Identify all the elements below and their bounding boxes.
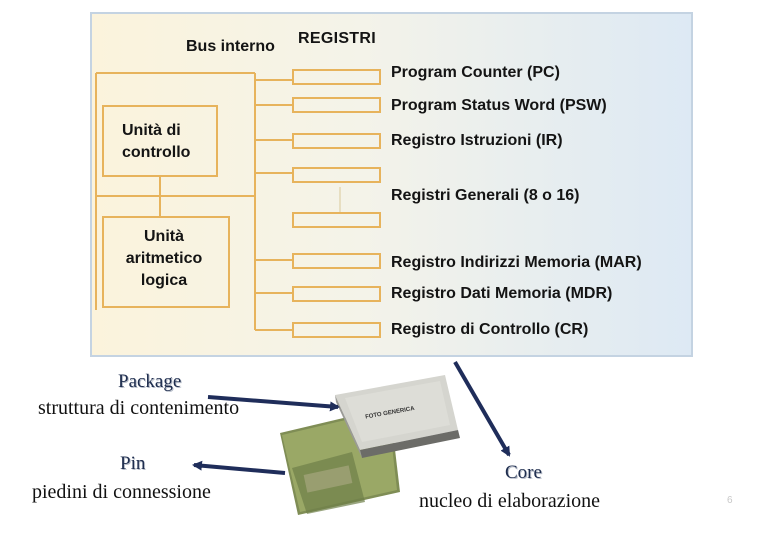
register-box-general-top — [292, 167, 381, 183]
annotation-arrows — [192, 360, 511, 475]
pin-desc: piedini di connessione — [32, 481, 211, 503]
register-mdr: Registro Dati Memoria (MDR) — [391, 285, 613, 302]
register-general: Registri Generali (8 o 16) — [391, 187, 580, 204]
package-desc: struttura di contenimento — [38, 397, 240, 419]
register-pc: Program Counter (PC) — [391, 64, 560, 81]
alu-label: Unità aritmetico logica — [125, 228, 203, 289]
register-box-mdr — [292, 286, 381, 302]
register-ir: Registro Istruzioni (IR) — [391, 132, 563, 149]
registers-title: REGISTRI — [298, 30, 376, 47]
register-box-mar — [292, 253, 381, 269]
register-box-ir — [292, 133, 381, 149]
bus-lines — [95, 72, 341, 331]
core-desc: nucleo di elaborazione — [419, 490, 601, 512]
slide-number: 6 — [727, 495, 733, 506]
pin-arrow — [192, 460, 286, 475]
package-title: Package — [118, 371, 182, 392]
pin-title: Pin — [120, 453, 146, 474]
register-mar: Registro Indirizzi Memoria (MAR) — [391, 254, 642, 271]
register-boxes — [292, 69, 381, 338]
diagram-panel — [90, 12, 693, 357]
register-psw: Program Status Word (PSW) — [391, 97, 607, 114]
alu-box — [102, 216, 230, 308]
core-title: Core — [505, 462, 542, 483]
register-box-pc — [292, 69, 381, 85]
register-cr: Registro di Controllo (CR) — [391, 321, 589, 338]
register-box-cr — [292, 322, 381, 338]
control-unit-label: Unità di controllo — [122, 122, 191, 161]
bus-label: Bus interno — [186, 38, 275, 55]
control-unit-box — [102, 105, 218, 177]
processor-chip-illustration: FOTO GENERICA — [280, 375, 460, 515]
core-arrow — [453, 360, 511, 457]
register-box-psw — [292, 97, 381, 113]
package-arrow — [207, 395, 340, 412]
register-box-general-bottom — [292, 212, 381, 228]
